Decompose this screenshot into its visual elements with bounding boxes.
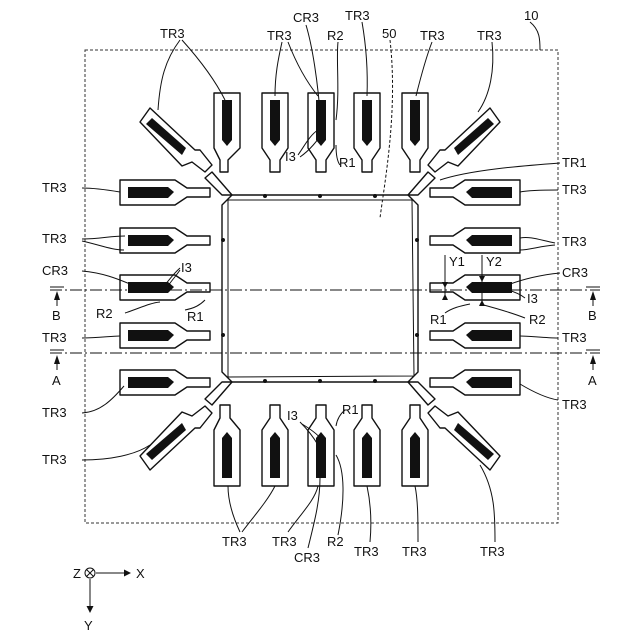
label-r2-left: R2	[96, 306, 113, 321]
lead-top-5	[402, 93, 428, 172]
left-leads	[120, 180, 210, 395]
lead-left-5	[120, 370, 210, 395]
label-tr3-right-1: TR3	[562, 182, 587, 197]
lead-bottom-5	[402, 405, 428, 486]
label-r2-top: R2	[327, 28, 344, 43]
label-tr3-top-c: TR3	[345, 8, 370, 23]
label-tr3-bottom-3: TR3	[354, 544, 379, 559]
lead-bottom-3	[308, 405, 334, 486]
lead-left-4	[120, 323, 210, 348]
label-section-b-right: B	[588, 308, 597, 323]
label-tr3-left-5: TR3	[42, 452, 67, 467]
label-tr3-top-d: TR3	[420, 28, 445, 43]
label-50: 50	[382, 26, 396, 41]
label-i3-top: I3	[285, 149, 296, 164]
label-r1-right: R1	[430, 312, 447, 327]
label-r1-left: R1	[187, 309, 204, 324]
label-tr3-right-2: TR3	[562, 234, 587, 249]
axis-label-z: Z	[73, 566, 81, 581]
label-tr3-top-e: TR3	[477, 28, 502, 43]
label-tr3-right-3: TR3	[562, 330, 587, 345]
lead-corner-bottom-right	[428, 406, 500, 470]
label-tr3-right-4: TR3	[562, 397, 587, 412]
lead-right-1	[430, 180, 520, 205]
label-tr1: TR1	[562, 155, 587, 170]
label-i3-right: I3	[527, 291, 538, 306]
bottom-leads	[214, 405, 428, 486]
label-tr3-left-1: TR3	[42, 180, 67, 195]
label-tr3-bottom-5: TR3	[480, 544, 505, 559]
label-tr3-top-a: TR3	[160, 26, 185, 41]
label-10: 10	[524, 8, 538, 23]
lead-left-2	[120, 228, 210, 253]
label-section-a-right: A	[588, 373, 597, 388]
lead-right-3	[430, 275, 520, 300]
lead-corner-top-right	[428, 108, 500, 172]
top-leads	[214, 93, 428, 172]
label-y1: Y1	[449, 254, 465, 269]
label-section-b-left: B	[52, 308, 61, 323]
lead-bottom-1	[214, 405, 240, 486]
label-cr3-bottom: CR3	[294, 550, 320, 565]
label-r1-bottom: R1	[342, 402, 359, 417]
label-tr3-bottom-2: TR3	[272, 534, 297, 549]
label-r2-right: R2	[529, 312, 546, 327]
lead-bottom-2	[262, 405, 288, 486]
right-leads	[430, 180, 520, 395]
axis-label-y: Y	[84, 618, 93, 633]
label-tr3-bottom-1: TR3	[222, 534, 247, 549]
label-tr3-top-b: TR3	[267, 28, 292, 43]
label-tr3-left-4: TR3	[42, 405, 67, 420]
lead-right-2	[430, 228, 520, 253]
label-tr3-bottom-4: TR3	[402, 544, 427, 559]
lead-top-4	[354, 93, 380, 172]
label-r1-top: R1	[339, 155, 356, 170]
lead-corner-top-left	[140, 108, 212, 172]
label-cr3-right: CR3	[562, 265, 588, 280]
lead-top-3	[308, 93, 334, 172]
label-tr3-left-2: TR3	[42, 231, 67, 246]
axes-indicator: Z X Y	[73, 566, 145, 633]
label-section-a-left: A	[52, 373, 61, 388]
lead-corner-bottom-left	[140, 406, 212, 470]
label-r2-bottom: R2	[327, 534, 344, 549]
label-cr3-top: CR3	[293, 10, 319, 25]
label-y2: Y2	[486, 254, 502, 269]
lead-left-1	[120, 180, 210, 205]
axis-label-x: X	[136, 566, 145, 581]
label-cr3-left: CR3	[42, 263, 68, 278]
label-tr3-left-3: TR3	[42, 330, 67, 345]
die-pad	[221, 194, 419, 383]
lead-right-5	[430, 370, 520, 395]
lead-left-3	[120, 275, 210, 300]
label-i3-bottom: I3	[287, 408, 298, 423]
lead-top-1	[214, 93, 240, 172]
lead-bottom-4	[354, 405, 380, 486]
label-i3-left: I3	[181, 260, 192, 275]
